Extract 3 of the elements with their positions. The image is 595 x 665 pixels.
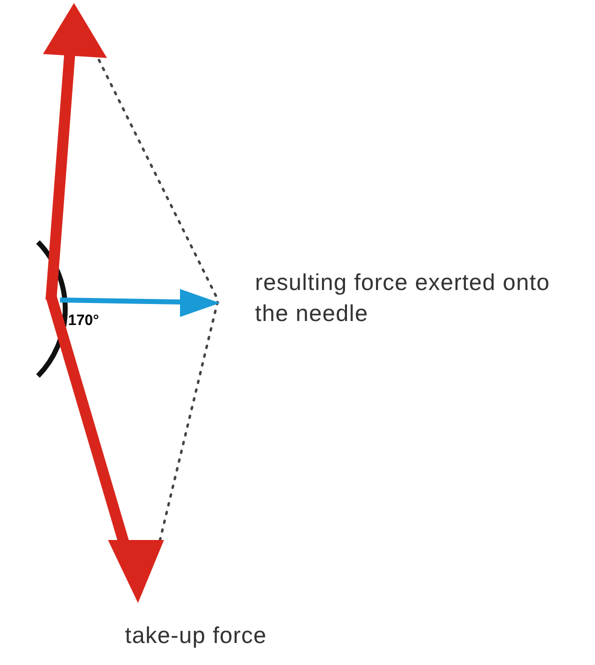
angle-label: 170° <box>68 311 100 331</box>
take-up-force-label: take-up force <box>125 621 267 650</box>
resultant-force-label: resulting force exerted onto the needle <box>255 268 551 328</box>
